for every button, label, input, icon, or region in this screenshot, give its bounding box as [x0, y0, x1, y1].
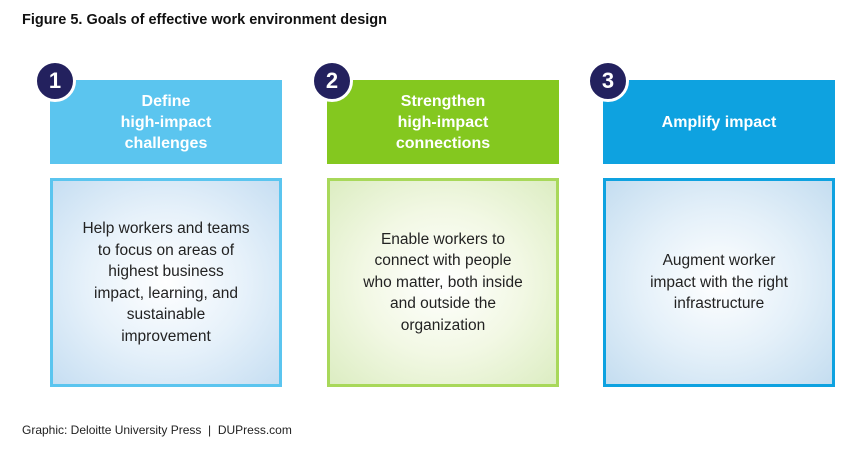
goal-heading-3: Amplify impact — [603, 80, 835, 164]
goal-number-badge-2: 2 — [311, 60, 353, 102]
goal-number-badge-3: 3 — [587, 60, 629, 102]
goal-heading-2: Strengthen high-impact connections — [327, 80, 559, 164]
goal-description-2: Enable workers to connect with people wh… — [327, 178, 559, 387]
figure-title: Figure 5. Goals of effective work enviro… — [22, 12, 387, 28]
goal-number-badge-1: 1 — [34, 60, 76, 102]
goal-description-3: Augment worker impact with the right inf… — [603, 178, 835, 387]
source-credit: Graphic: Deloitte University Press | DUP… — [22, 423, 292, 437]
goal-description-1: Help workers and teams to focus on areas… — [50, 178, 282, 387]
goal-heading-1: Define high-impact challenges — [50, 80, 282, 164]
